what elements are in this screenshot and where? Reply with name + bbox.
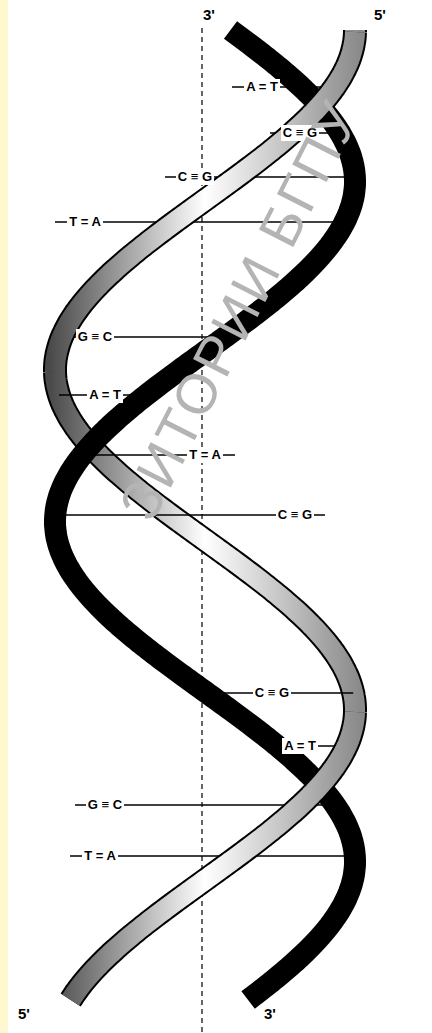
dark-strand: [248, 862, 355, 1000]
watermark: ЗИТОРИИ БГПУ: [108, 91, 371, 530]
base-pair-label: C ≡ G: [276, 507, 314, 523]
base-pair-label: C ≡ G: [253, 685, 291, 701]
light-strand: [71, 712, 355, 1000]
light-strand-outline: [71, 712, 355, 1000]
strand-end-label: 5': [374, 6, 386, 24]
base-pair-label: A = T: [87, 387, 123, 403]
base-pair-label: A = T: [282, 738, 318, 754]
base-pair-label: C ≡ G: [176, 169, 214, 185]
strand-end-label: 3': [264, 1005, 276, 1023]
base-pair-label: T = A: [67, 214, 103, 230]
base-pair-label: A = T: [244, 79, 280, 95]
base-pair-label: G ≡ C: [76, 329, 114, 345]
strand-end-label: 3': [203, 6, 215, 24]
strand-end-label: 5': [18, 1005, 30, 1023]
base-pair-label: G ≡ C: [86, 797, 124, 813]
base-pair-label: T = A: [82, 848, 118, 864]
page-margin-strip: [0, 0, 8, 1033]
